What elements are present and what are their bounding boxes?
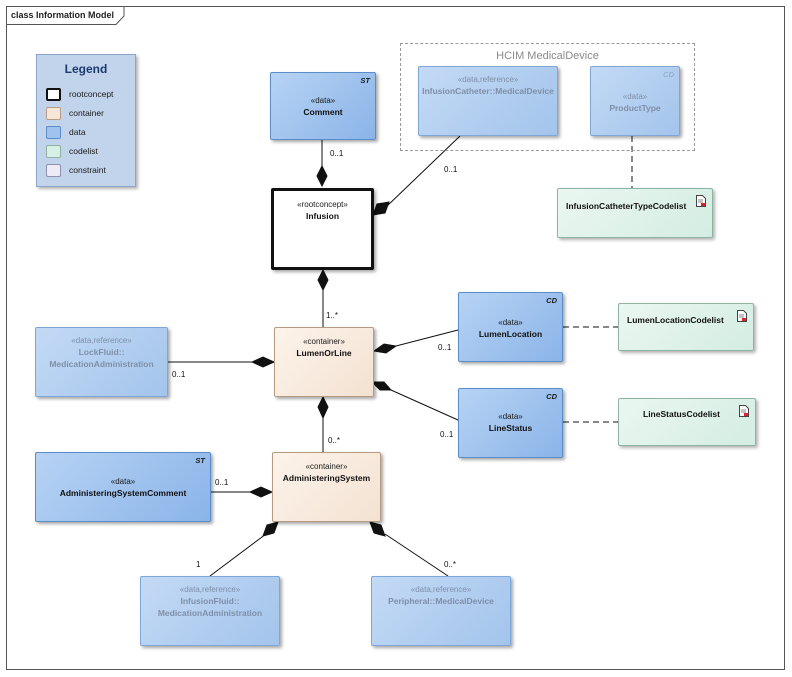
class-name: AdministeringSystemComment	[59, 488, 187, 498]
diamond-lumenlocation	[372, 343, 398, 354]
document-icon	[737, 310, 747, 322]
multiplicity-infusion-fluid: 1	[196, 560, 201, 569]
stereotype: «container»	[305, 462, 348, 471]
stereotype: «data,reference»	[179, 585, 241, 594]
stereotype: «rootconcept»	[297, 200, 348, 209]
class-lumen-location[interactable]: CD «data» LumenLocation	[458, 292, 563, 362]
class-name-line2: MedicationAdministration	[49, 359, 154, 369]
stereotype: «data»	[310, 96, 336, 105]
legend: Legend rootconcept container data codeli…	[36, 54, 136, 187]
multiplicity-peripheral: 0..*	[444, 560, 457, 569]
class-name: LineStatus	[488, 423, 533, 433]
stereotype: «data»	[622, 92, 648, 101]
edge-catheter	[384, 135, 461, 209]
diamond-comment	[316, 164, 328, 188]
document-icon	[696, 195, 706, 207]
legend-swatch-data	[46, 126, 61, 139]
edge-infusionfluid	[209, 533, 267, 577]
edge-linestatus	[390, 389, 459, 421]
codelist-name: LineStatusCodelist	[643, 409, 720, 419]
multiplicity-line-status: 0..1	[440, 430, 454, 439]
stereotype: «data,reference»	[71, 336, 132, 345]
stereotype: «container»	[303, 337, 345, 346]
frame-tab	[6, 6, 126, 25]
stereotype: «data»	[110, 477, 136, 486]
legend-swatch-rootconcept	[46, 88, 61, 101]
diamond-peripheral	[369, 521, 386, 537]
edge-peripheral	[384, 533, 449, 577]
legend-swatch-container	[46, 107, 61, 120]
class-name-line1: InfusionFluid::	[180, 596, 240, 606]
type-tag: CD	[663, 70, 674, 79]
codelist-name: LumenLocationCodelist	[627, 315, 724, 325]
class-peripheral[interactable]: «data,reference» Peripheral::MedicalDevi…	[371, 576, 511, 646]
stereotype: «data,reference»	[457, 75, 519, 84]
class-name: InfusionCatheter::MedicalDevice	[422, 86, 554, 96]
multiplicity-comment: 0..1	[330, 149, 344, 158]
stereotype: «data,reference»	[410, 585, 472, 594]
diagram-title: class Information Model	[11, 10, 115, 20]
multiplicity-lumen: 1..*	[326, 311, 339, 320]
class-lumen-or-line[interactable]: «container» LumenOrLine	[274, 327, 374, 397]
class-product-type[interactable]: CD «data» ProductType	[590, 66, 680, 136]
diamond-infusion	[317, 268, 329, 292]
type-tag: ST	[195, 456, 205, 465]
class-name: LumenOrLine	[296, 348, 352, 358]
class-lock-fluid[interactable]: «data,reference» LockFluid:: MedicationA…	[35, 327, 168, 397]
type-tag: CD	[546, 392, 557, 401]
class-name-line1: LockFluid::	[78, 347, 125, 357]
class-comment[interactable]: ST «data» Comment	[270, 72, 376, 140]
class-administering-system-comment[interactable]: ST «data» AdministeringSystemComment	[35, 452, 211, 522]
multiplicity-lumen-location: 0..1	[438, 343, 452, 352]
codelist-name: InfusionCatheterTypeCodelist	[566, 201, 687, 211]
edge-lumenlocation	[395, 329, 459, 347]
diamond-ascomment	[248, 486, 274, 498]
legend-label: constraint	[69, 165, 106, 175]
legend-swatch-constraint	[46, 164, 61, 177]
diamond-lumenorline	[317, 395, 329, 420]
diamond-infusionfluid	[262, 521, 279, 537]
legend-label: data	[69, 127, 86, 137]
type-tag: ST	[360, 76, 370, 85]
legend-label: container	[69, 108, 104, 118]
class-name: Infusion	[305, 211, 340, 221]
package-title: HCIM MedicalDevice	[496, 50, 599, 62]
class-line-status[interactable]: CD «data» LineStatus	[458, 388, 563, 458]
class-name: ProductType	[609, 103, 661, 113]
class-name: LumenLocation	[478, 329, 543, 339]
stereotype: «data»	[498, 412, 523, 421]
class-name-line2: MedicationAdministration	[157, 608, 263, 618]
legend-title: Legend	[64, 62, 108, 76]
document-icon	[739, 405, 749, 417]
legend-swatch-codelist	[46, 145, 61, 158]
class-name: Comment	[303, 107, 343, 117]
class-administering-system[interactable]: «container» AdministeringSystem	[272, 452, 381, 522]
class-name: AdministeringSystem	[282, 473, 371, 483]
multiplicity-administering-system: 0..*	[328, 436, 341, 445]
class-infusion[interactable]: «rootconcept» Infusion	[271, 188, 374, 270]
legend-label: rootconcept	[69, 89, 114, 99]
multiplicity-as-comment: 0..1	[215, 478, 229, 487]
class-name: Peripheral::MedicalDevice	[388, 596, 494, 606]
diagram-frame	[6, 6, 785, 670]
codelist-infusion-catheter-type[interactable]: InfusionCatheterTypeCodelist	[557, 188, 713, 238]
multiplicity-lock-fluid: 0..1	[172, 370, 186, 379]
diamond-lockfluid	[250, 356, 276, 368]
class-infusion-catheter[interactable]: «data,reference» InfusionCatheter::Medic…	[418, 66, 558, 136]
stereotype: «data»	[498, 318, 523, 327]
codelist-line-status[interactable]: LineStatusCodelist	[618, 398, 756, 446]
class-infusion-fluid[interactable]: «data,reference» InfusionFluid:: Medicat…	[140, 576, 280, 646]
diamond-catheter	[372, 201, 390, 216]
type-tag: CD	[546, 296, 557, 305]
diamond-linestatus	[370, 381, 393, 391]
package-hcim-medicaldevice[interactable]: HCIM MedicalDevice	[400, 43, 695, 151]
codelist-lumen-location[interactable]: LumenLocationCodelist	[618, 303, 754, 351]
legend-label: codelist	[69, 146, 98, 156]
multiplicity-catheter: 0..1	[444, 165, 458, 174]
